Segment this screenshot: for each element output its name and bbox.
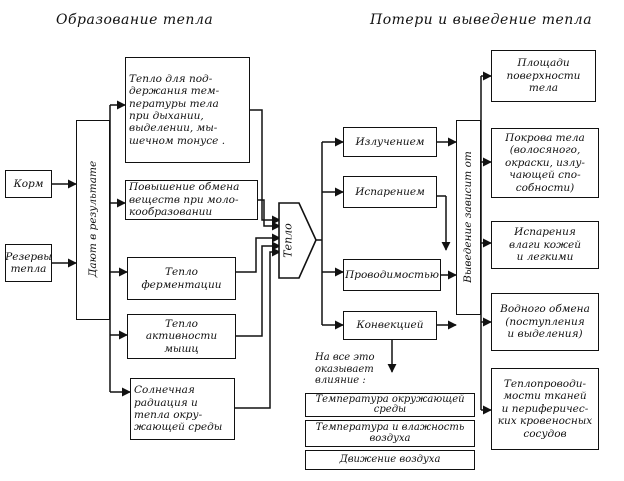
formation-item-solar-radiation: Солнечная радиация и тепла окру- жающей … xyxy=(130,378,235,440)
influence-factor-air-temperature-humidity: Температура и влажность воздуха xyxy=(305,420,475,447)
source-heat-reserves: Резервы тепла xyxy=(5,244,52,282)
dependency-moisture-evaporation: Испарения влаги кожей и легкими xyxy=(491,221,599,269)
dependency-water-exchange: Водного обмена (поступления и выделения) xyxy=(491,293,599,351)
arrow-item-5-to-heat xyxy=(235,247,281,409)
arrow-item-4-to-heat xyxy=(236,241,281,337)
arrow-item-2-to-heat xyxy=(258,199,281,231)
loss-method-radiation: Излучением xyxy=(343,127,437,157)
loss-method-evaporation: Испарением xyxy=(343,176,437,208)
dependency-body-cover: Покрова тела (волосяного, окраски, излу-… xyxy=(491,128,599,198)
dependency-tissue-conductivity: Теплопроводи- мости тканей и периферичес… xyxy=(491,368,599,450)
influence-factor-air-movement: Движение воздуха xyxy=(305,450,475,470)
depends-box xyxy=(456,120,481,315)
arrow-item-1-to-heat xyxy=(250,109,281,225)
dependency-body-surface: Площади поверхности тела xyxy=(491,50,596,102)
source-feed: Корм xyxy=(5,170,52,198)
heat-pointer-shape xyxy=(278,202,317,279)
heading-heat-losses: Потери и выведение тепла xyxy=(370,12,593,28)
depends-label: Выведение зависит от xyxy=(462,151,474,283)
arrow-item-3-to-heat xyxy=(236,233,281,273)
influence-factor-ambient-temperature: Температура окружающей среды xyxy=(305,393,475,417)
formation-item-fermentation-heat: Тепло ферментации xyxy=(127,257,236,300)
formation-item-muscle-activity: Тепло активности мышц xyxy=(127,314,236,359)
influence-note: На все это оказывает влияние : xyxy=(315,352,375,386)
result-label: Дают в результате xyxy=(87,160,99,278)
result-box xyxy=(76,120,110,320)
formation-item-body-temperature: Тепло для под- держания тем- пературы те… xyxy=(125,57,250,163)
heat-label: Тепло xyxy=(281,223,295,258)
loss-method-convection: Конвекцией xyxy=(343,311,437,340)
loss-method-conduction: Проводимостью xyxy=(343,259,441,291)
formation-item-milk-metabolism: Повышение обмена веществ при моло- кообр… xyxy=(125,180,258,220)
heading-heat-formation: Образование тепла xyxy=(56,12,214,28)
